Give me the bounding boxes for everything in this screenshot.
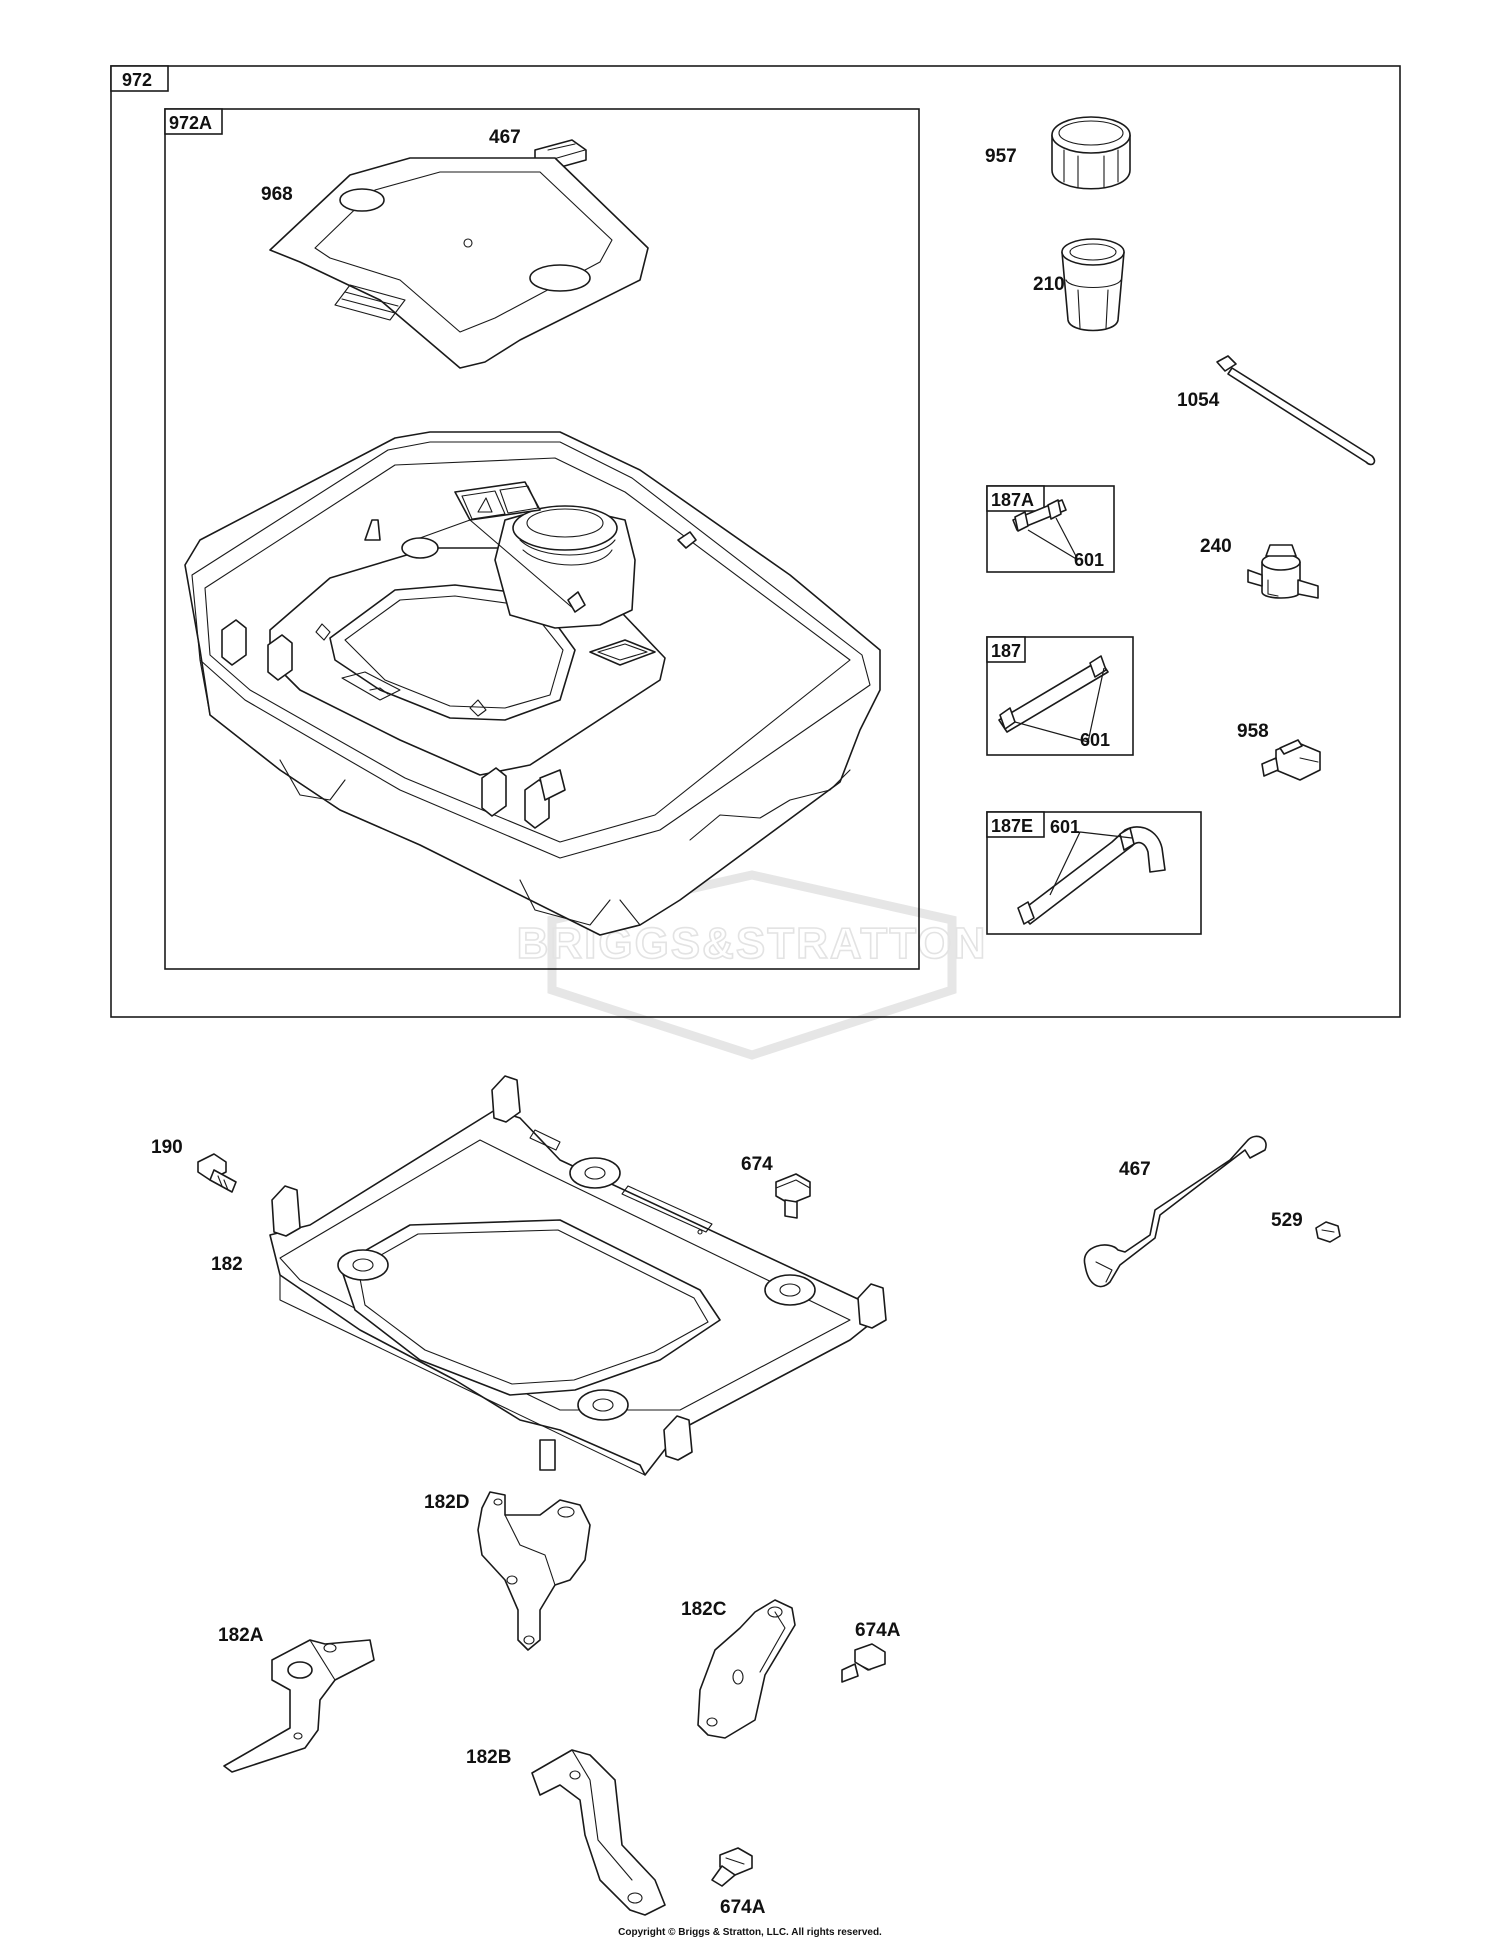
bracket-182b [531,1749,666,1916]
bolt-674 [775,1173,811,1219]
callout-210: 210 [1033,274,1065,295]
callout-601-187a: 601 [1074,550,1104,570]
callout-182a: 182A [218,1625,264,1646]
callout-601-187e: 601 [1050,817,1080,837]
line-kit-187a-label: 187A [991,490,1034,510]
fuel-tank [184,431,881,936]
callout-467: 467 [489,127,521,148]
callout-958: 958 [1237,721,1269,742]
kit-972-label: 972 [122,70,152,90]
line-kit-187a: 187A 601 [986,485,1115,573]
bracket-182d [477,1491,591,1651]
callout-190: 190 [151,1137,183,1158]
fuel-cap-957 [1051,116,1131,190]
callout-674a-bottom: 674A [720,1897,766,1918]
bracket-182a [223,1639,375,1773]
line-kit-187: 187 601 [986,636,1134,756]
callout-240: 240 [1200,536,1232,557]
callout-182c: 182C [681,1599,727,1620]
tank-assembly-972a-frame: 972A [164,108,920,970]
rod-467 [1083,1135,1267,1288]
line-kit-187e-label: 187E [991,816,1033,836]
mounting-frame-182 [269,1075,887,1476]
callout-674a-top: 674A [855,1620,901,1641]
callout-968: 968 [261,184,293,205]
callout-467-rod: 467 [1119,1159,1151,1180]
tank-cover-968 [269,157,649,369]
kit-972-frame: 972 [110,65,1401,1018]
tank-assembly-972a-label: 972A [169,113,212,133]
callout-674: 674 [741,1154,773,1175]
shutoff-valve-240 [1247,544,1319,599]
copyright-notice: Copyright © Briggs & Stratton, LLC. All … [618,1927,882,1938]
fuel-filter-210 [1061,238,1125,332]
cable-tie-1054 [1216,355,1376,466]
bolt-674a-top [841,1643,886,1683]
bolt-674a-bottom [711,1847,753,1887]
line-kit-187e: 187E 601 [986,811,1202,935]
bracket-182c [697,1599,796,1739]
callout-182d: 182D [424,1492,469,1513]
bolt-190 [197,1153,237,1193]
nut-529 [1315,1221,1341,1243]
callout-1054: 1054 [1177,390,1220,411]
line-kit-187-label: 187 [991,641,1021,661]
callout-182: 182 [211,1254,243,1275]
callout-529: 529 [1271,1210,1303,1231]
callout-182b: 182B [466,1747,511,1768]
callout-601-187: 601 [1080,730,1110,750]
inline-valve-958 [1261,739,1321,781]
callout-957: 957 [985,146,1017,167]
